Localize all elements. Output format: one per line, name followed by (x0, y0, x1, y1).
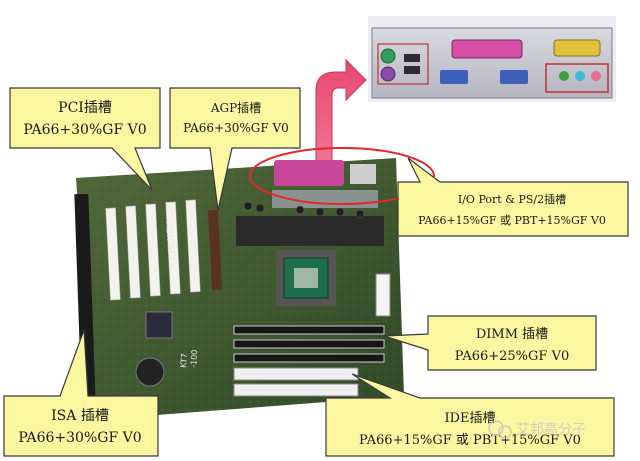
callout-isa-title: ISA 插槽 (51, 408, 109, 424)
callout-dimm-title: DIMM 插槽 (476, 327, 548, 342)
callout-agp-title: AGP插槽 (210, 101, 261, 115)
wechat-icon (488, 420, 512, 439)
callout-dimm-spec: PA66+25%GF V0 (455, 349, 569, 364)
callout-io-title: I/O Port & PS/2插槽 (458, 192, 566, 206)
callout-pci-title: PCI插槽 (58, 100, 112, 116)
callout-isa-spec: PA66+30%GF V0 (18, 430, 141, 446)
board-brand-vertical: ABIT-KT7 (163, 222, 176, 262)
callout-io-spec: PA66+15%GF 或 PBT+15%GF V0 (418, 214, 606, 227)
callout-io: I/O Port & PS/2插槽 PA66+15%GF 或 PBT+15%GF… (397, 157, 629, 237)
motherboard-pcb: ABIT-KT7 KT7 -100 (74, 158, 404, 420)
callout-dimm: DIMM 插槽 PA66+25%GF V0 (383, 315, 597, 371)
board-model: KT7 (179, 353, 189, 368)
callout-ide-title: IDE插槽 (444, 411, 495, 426)
callout-agp: AGP插槽 PA66+30%GF V0 (169, 87, 301, 211)
callout-pci-spec: PA66+30%GF V0 (23, 122, 146, 138)
callout-agp-spec: PA66+30%GF V0 (183, 121, 289, 135)
callout-ide-spec: PA66+15%GF 或 PBT+15%GF V0 (359, 433, 581, 448)
io-panel-photo (368, 16, 616, 102)
board-rev: -100 (189, 349, 199, 368)
io-highlight-ellipse (249, 147, 435, 205)
callout-ide: IDE插槽 PA66+15%GF 或 PBT+15%GF V0 (325, 373, 615, 457)
callout-isa: ISA 插槽 PA66+30%GF V0 (3, 329, 159, 457)
watermark-text: 艾邦高分子 (516, 421, 586, 438)
watermark: 艾邦高分子 (488, 420, 586, 439)
callout-pci: PCI插槽 PA66+30%GF V0 (9, 87, 161, 191)
